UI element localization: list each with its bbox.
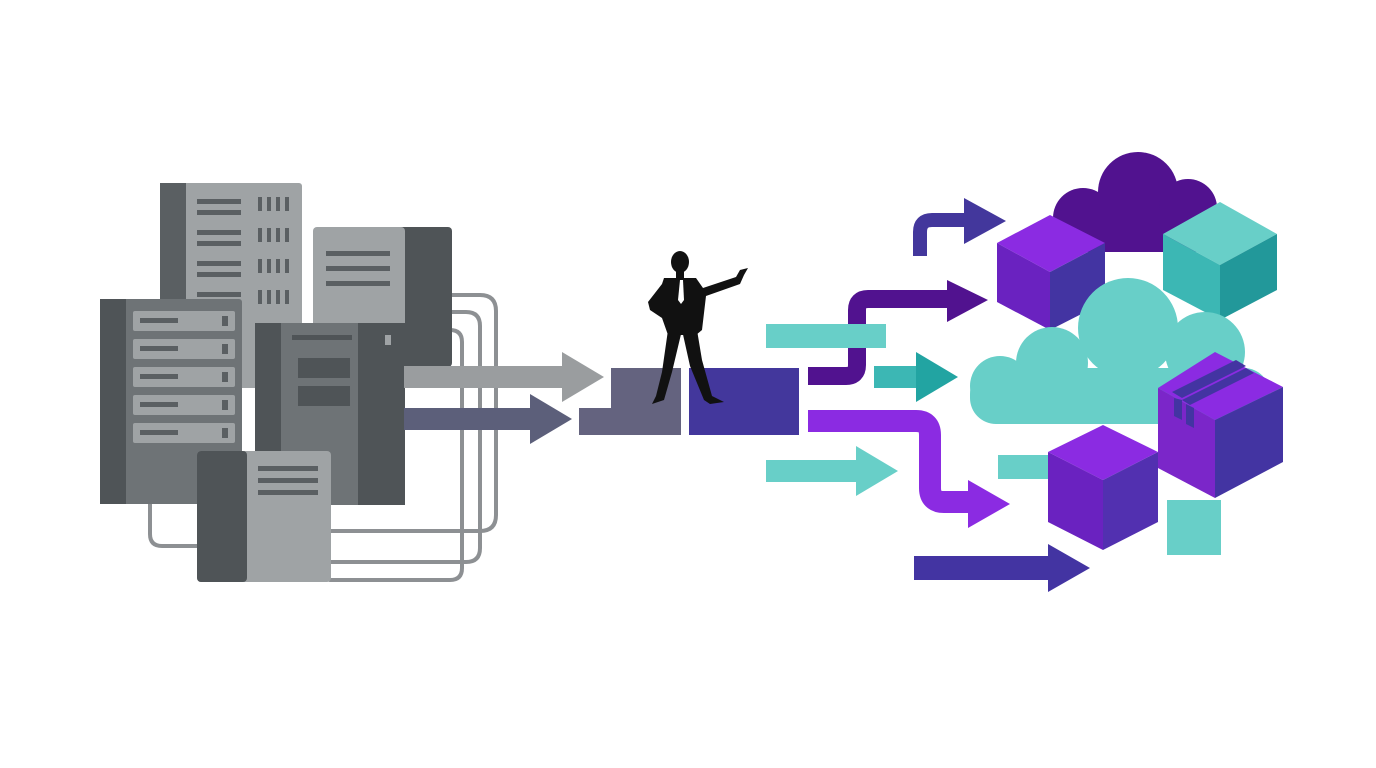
teal-square	[1167, 500, 1221, 555]
cloud-icon	[970, 278, 1270, 424]
arrow-icon	[808, 410, 1010, 528]
cube-icon	[1163, 202, 1277, 320]
server-rack-icon	[100, 299, 242, 504]
migration-arrow-slate	[404, 394, 572, 444]
cube-icon	[1048, 425, 1158, 550]
arrow-icon	[913, 198, 1006, 256]
arrow-icon	[766, 446, 898, 496]
arrow-icon	[874, 352, 958, 402]
teal-bar	[766, 324, 886, 348]
server-rack-icon	[197, 451, 331, 582]
cube-icon	[1158, 352, 1283, 498]
migration-platform	[579, 368, 799, 435]
teal-bar	[998, 455, 1050, 479]
person-icon	[648, 251, 748, 404]
legacy-servers-group	[100, 183, 498, 582]
arrow-icon	[914, 544, 1090, 592]
cloud-destination-group	[766, 152, 1283, 592]
migration-arrow-gray	[404, 352, 604, 402]
